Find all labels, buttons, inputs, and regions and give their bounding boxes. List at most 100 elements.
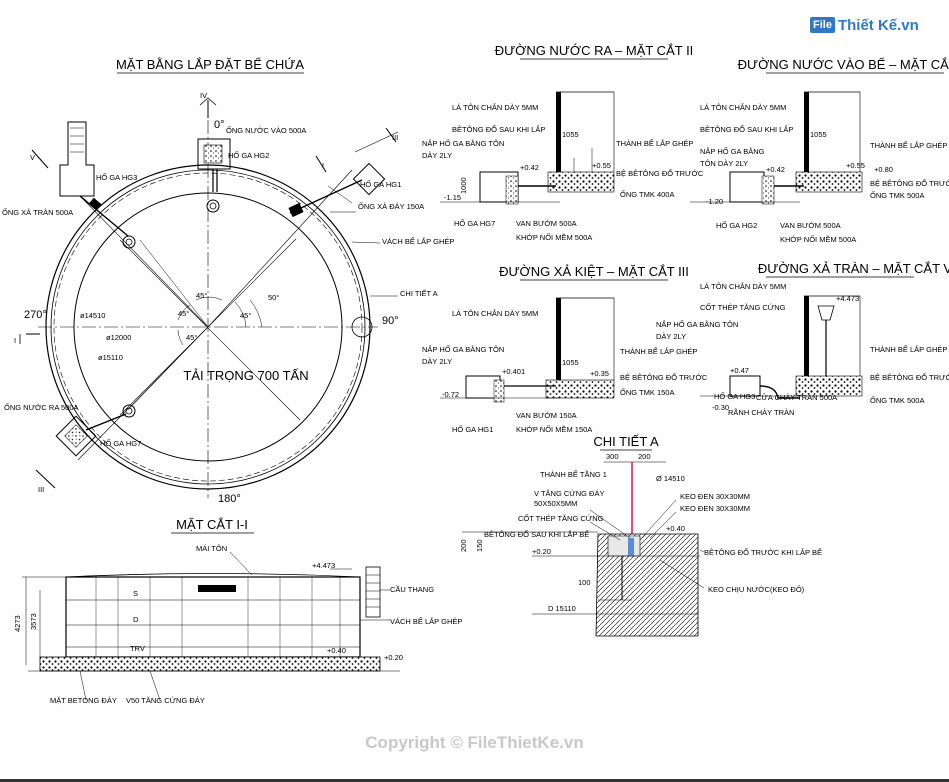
a-beton-sau: BÊTÔNG ĐỔ SAU KHI LẮP BỂ <box>484 530 589 539</box>
ii-1055: 1055 <box>562 130 579 139</box>
sec-i-right-marker: I <box>322 161 324 170</box>
ii-lev3: -1.15 <box>444 193 461 202</box>
a-d100: 100 <box>578 578 591 587</box>
a-thanh-be: THÀNH BỂ TẦNG 1 <box>540 469 607 479</box>
iv-van: VAN BƯỚM 500A <box>780 221 841 230</box>
iv-khop: KHỚP NỐI MỀM 500A <box>780 234 856 244</box>
section-iii-title: ĐƯỜNG XẢ KIỆT – MẶT CẮT III <box>499 264 689 279</box>
iv-ho-ga: HỐ GA HG2 <box>716 220 757 230</box>
label-cau-thang: CẦU THANG <box>390 584 434 594</box>
sec-iv-marker: IV <box>200 91 207 100</box>
angle-c: 45° <box>186 333 197 342</box>
a-keo2: KEO ĐEN 30X30MM <box>680 504 750 513</box>
a-v-tang: V TĂNG CỨNG ĐÁY <box>534 489 604 498</box>
iii-lev3: -0.72 <box>442 390 459 399</box>
a-beton-truoc: BÊTÔNG ĐỔ TRƯỚC KHI LẮP BỂ <box>704 548 822 557</box>
a-lev020: +0.20 <box>532 547 551 556</box>
ii-be-beton: BỆ BÊTÔNG ĐỔ TRƯỚC <box>616 169 704 178</box>
v-ong: ỐNG TMK 500A <box>870 395 924 405</box>
dim-12000: ø12000 <box>106 333 131 342</box>
v-ranh: RÃNH CHẢY TRÀN <box>728 408 794 417</box>
section-iv-view: ĐƯỜNG NƯỚC VÀO BỂ – MẶT CẮT IV LÁ TÔN CH… <box>690 57 949 244</box>
iii-la-ton: LÁ TÔN CHẮN DÀY 5MM <box>452 309 538 318</box>
iv-la-ton: LÁ TÔN CHẮN DÀY 5MM <box>700 103 786 112</box>
a-d200v: 200 <box>459 539 468 552</box>
label-ho-ga-hg2: HỐ GA HG2 <box>228 150 269 160</box>
label-ong-nuoc-vao: ỐNG NƯỚC VÀO 500A <box>226 125 306 135</box>
ii-la-ton: LÁ TÔN CHẮN DÀY 5MM <box>452 103 538 112</box>
ii-lev2: +0.55 <box>592 161 611 170</box>
section-iv-title: ĐƯỜNG NƯỚC VÀO BỂ – MẶT CẮT IV <box>738 57 949 72</box>
a-keo1: KEO ĐEN 30X30MM <box>680 492 750 501</box>
level-040-i: +0.40 <box>327 646 346 655</box>
a-keo-chiu: KEO CHỊU NƯỚC(KEO ĐỎ) <box>708 585 805 594</box>
a-cot-thep: CỐT THÉP TĂNG CỨNG <box>518 513 604 523</box>
label-mat-beton: MẶT BETONG ĐÁY <box>50 696 117 705</box>
section-i-view: MẶT CẮT I-I MÁI TÔN CẦU TH <box>13 517 462 705</box>
a-lev040: +0.40 <box>666 524 685 533</box>
label-ho-ga-hg3: HỐ GA HG3 <box>96 172 137 182</box>
sec-iii-bottom-marker: III <box>38 485 44 494</box>
label-ho-ga-hg7: HỐ GA HG7 <box>100 438 141 448</box>
label-ong-xa-day: ỐNG XẢ ĐÁY 150A <box>358 201 424 211</box>
a-v-size: 50X50X5MM <box>534 499 577 508</box>
v-lev2: -0.30 <box>712 403 729 412</box>
angle-e: 45° <box>240 311 251 320</box>
angle-a: 45° <box>196 291 207 300</box>
plan-title: MẶT BẰNG LẮP ĐẶT BỂ CHỨA <box>116 57 304 72</box>
ii-1000: 1000 <box>459 177 468 194</box>
deg-270: 270° <box>24 309 47 321</box>
label-v50: V50 TĂNG CỨNG ĐÁY <box>126 696 205 705</box>
iii-1055: 1055 <box>562 358 579 367</box>
ii-thanh-be: THÀNH BỂ LẮP GHÉP <box>616 139 693 148</box>
a-d200: 200 <box>638 452 651 461</box>
mark-d: D <box>133 615 139 624</box>
a-d150v: 150 <box>475 539 484 552</box>
section-i-title: MẶT CẮT I-I <box>176 517 248 532</box>
sec-i-left-marker: I <box>14 336 16 345</box>
ii-khop: KHỚP NỐI MỀM 500A <box>516 232 592 242</box>
iii-day2ly: DÀY 2LY <box>422 357 452 366</box>
label-ong-xa-tran: ỐNG XẢ TRÀN 500A <box>2 207 73 217</box>
ii-beton-sau: BÊTÔNG ĐỔ SAU KHI LẮP <box>452 125 545 134</box>
v-cua: CỬA CHẢY TRÀN 500A <box>756 393 837 402</box>
dim-15110: ø15110 <box>98 353 123 362</box>
iv-ong: ỐNG TMK 500A <box>870 190 924 200</box>
v-ho-ga: HỐ GA HG3 <box>714 391 755 401</box>
iii-thanh-be: THÀNH BỂ LẮP GHÉP <box>620 347 697 356</box>
section-v-title: ĐƯỜNG XẢ TRÀN – MẶT CẮT V <box>758 261 949 276</box>
label-chi-tiet-a: CHI TIẾT A <box>400 288 438 298</box>
deg-90: 90° <box>382 315 399 327</box>
bottom-border <box>0 779 949 782</box>
level-020-i: +0.20 <box>384 653 403 662</box>
detail-a-view: CHI TIẾT A 300 200 THÀNH BỂ TẦNG 1 Ø 145… <box>459 434 822 637</box>
a-dia: Ø 14510 <box>656 474 685 483</box>
v-be-beton: BỆ BÊTÔNG ĐỔ TRƯỚC <box>870 373 949 382</box>
iv-1055: 1055 <box>810 130 827 139</box>
iii-khop: KHỚP NỐI MỀM 150A <box>516 424 592 434</box>
ii-ong: ỐNG TMK 400A <box>620 189 674 199</box>
plan-view: MẶT BẰNG LẮP ĐẶT BỂ CHỨA <box>2 57 454 505</box>
label-vach-be: VÁCH BỂ LẮP GHÉP <box>382 237 454 246</box>
ii-lev1: +0.42 <box>520 163 539 172</box>
sec-v-marker: V <box>30 153 35 162</box>
iii-ho-ga: HỐ GA HG1 <box>452 424 493 434</box>
v-lev-top: +4.473 <box>836 294 859 303</box>
dim-14510: ø14510 <box>80 311 105 320</box>
mark-s: S <box>133 589 138 598</box>
v-thanh-be: THÀNH BỂ LẮP GHÉP <box>870 345 947 354</box>
iii-be-beton: BỆ BÊTÔNG ĐỔ TRƯỚC <box>620 373 708 382</box>
a-d15110: D 15110 <box>548 604 576 613</box>
ii-ho-ga: HỐ GA HG7 <box>454 218 495 228</box>
v-day2ly: DÀY 2LY <box>656 332 686 341</box>
logo-box: File <box>810 17 835 33</box>
iv-beton-sau: BÊTÔNG ĐỔ SAU KHI LẮP <box>700 125 793 134</box>
v-lev1: +0.47 <box>730 366 749 375</box>
iv-lev4: -1.20 <box>706 197 723 206</box>
iii-nap: NẮP HỐ GA BẰNG TÔN <box>422 344 504 354</box>
label-vach-be-i: VÁCH BỂ LẮP GHÉP <box>390 617 462 626</box>
logo-text: Thiết Kế.vn <box>837 16 919 34</box>
angle-b: 45° <box>178 309 189 318</box>
iv-lev3: +0.80 <box>874 165 893 174</box>
